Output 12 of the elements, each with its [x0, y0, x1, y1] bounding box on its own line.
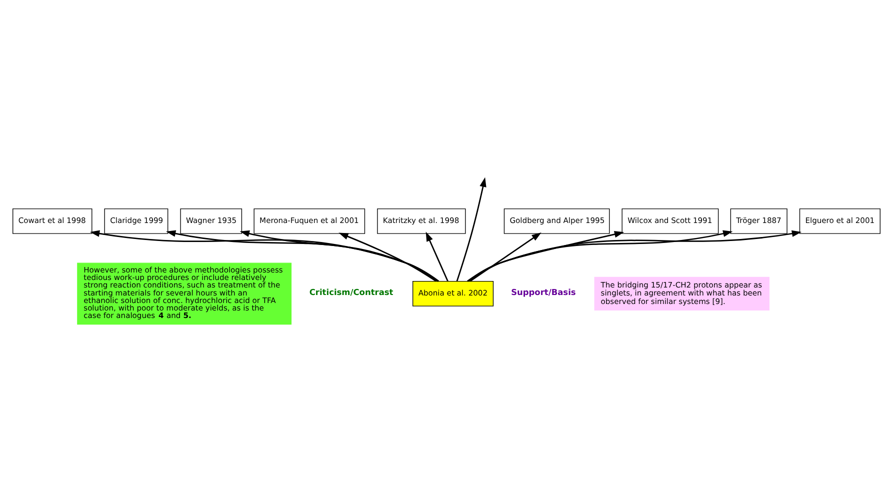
- arrow: [166, 230, 439, 282]
- arrow: [470, 232, 542, 282]
- arrow: [426, 231, 448, 282]
- arrow: [90, 230, 440, 282]
- arrow: [467, 230, 733, 282]
- arrow: [468, 230, 624, 282]
- arrow: [240, 230, 438, 282]
- arrow: [467, 230, 802, 282]
- arrow: [338, 232, 436, 282]
- label: Support/Basis: [511, 286, 576, 297]
- arrow: [456, 176, 486, 281]
- label: Criticism/Contrast: [309, 286, 394, 297]
